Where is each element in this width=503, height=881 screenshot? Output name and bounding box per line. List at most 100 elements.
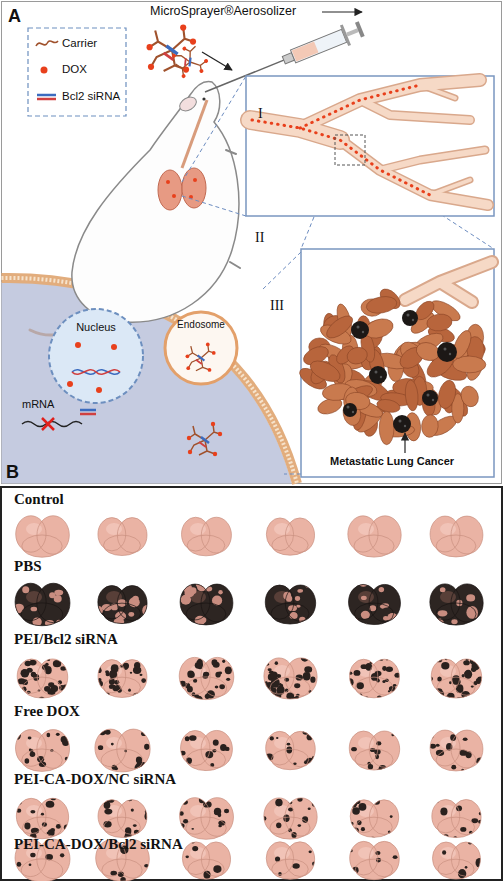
lung-photo (128, 689, 131, 692)
lung-photo (478, 660, 482, 663)
lung-photo (109, 670, 117, 678)
lung-photo (263, 581, 273, 589)
lung-photo (54, 590, 63, 596)
lung-photo (130, 672, 132, 674)
lung-photo (438, 610, 448, 616)
tumor-cluster (426, 313, 453, 333)
lung-photo (303, 672, 311, 680)
lung-photo (424, 835, 488, 881)
group-label: Free DOX (14, 703, 80, 720)
lung-photo (140, 697, 142, 700)
lung-photo (191, 828, 194, 830)
lung-photo (106, 523, 122, 535)
lung-photo (258, 725, 322, 777)
legend-entry: Carrier (34, 36, 124, 54)
lung-photo (346, 615, 354, 622)
lung-photo (445, 657, 448, 660)
lung-photo (382, 680, 385, 683)
lung-photo (10, 579, 74, 631)
lung-photo (352, 807, 360, 814)
lung-photo (144, 744, 149, 750)
lung-photo (292, 863, 299, 868)
lung-photo (471, 686, 474, 688)
lung-photo (103, 603, 140, 623)
lung-photo (342, 835, 406, 881)
lung-photo (174, 511, 238, 563)
lung-photo (54, 595, 62, 603)
lung-photo (304, 666, 312, 673)
tumor-cluster (407, 314, 410, 317)
legend-text: DOX (62, 63, 87, 75)
mrna-strand (22, 422, 82, 427)
carrier-symbol (36, 41, 58, 46)
panel-frame (2, 2, 502, 484)
lung-photo (451, 619, 457, 624)
lung-photo (440, 847, 456, 859)
tumor-cluster (432, 399, 434, 401)
lung-photo (272, 535, 308, 555)
tumor-cluster (307, 357, 343, 386)
tumor-cluster (444, 348, 447, 351)
lung-photo (361, 611, 370, 619)
lung-photo (10, 579, 74, 631)
lung-photo (361, 827, 365, 831)
lung-photo (186, 749, 225, 771)
lung-photo (290, 612, 296, 617)
lung-photo (112, 685, 116, 688)
bronchi-zoom-box (340, 140, 488, 205)
lung-photo (342, 835, 406, 881)
lung-photo (274, 523, 290, 535)
lung-photo (294, 683, 300, 688)
lung-photo (463, 660, 470, 665)
tumor-zoom-box (405, 262, 492, 302)
lung-photo (187, 535, 225, 556)
lung-photo (309, 654, 317, 662)
lung-photo (361, 664, 368, 669)
lung-photo (397, 730, 401, 733)
lung-photo (424, 835, 488, 881)
lung-photo (272, 859, 309, 879)
lung-photo (258, 511, 322, 563)
tumor-cluster (404, 379, 419, 411)
lung-photo (475, 833, 478, 836)
tumor-cluster (345, 345, 369, 366)
lung-photo (270, 677, 310, 699)
syringe (355, 21, 365, 37)
lung-photo (286, 596, 292, 602)
lung-photo (258, 793, 322, 845)
lung-photo (449, 681, 452, 684)
lung-photo (111, 743, 114, 746)
tumor-zoom-box (405, 262, 492, 302)
tumor-cluster (436, 379, 458, 411)
lung-photo (213, 740, 219, 746)
lung-photo (90, 579, 154, 631)
lung-photo (342, 511, 406, 563)
lung-photo (424, 793, 488, 845)
lung-photo (101, 749, 143, 772)
lung-photo (219, 684, 225, 689)
lung-photo (258, 579, 322, 631)
lung-photo (424, 725, 488, 777)
lung-photo (90, 725, 154, 777)
lung-photo (174, 725, 238, 777)
lung-photo (258, 653, 322, 705)
lung-photo (21, 603, 62, 626)
lung-photo (222, 659, 225, 663)
tumor-cluster (437, 342, 457, 362)
lung-photo (275, 661, 278, 665)
zoom-lines (262, 252, 301, 290)
lung-photo (477, 676, 483, 681)
lung-photo (102, 859, 142, 881)
tumor-cluster (449, 353, 451, 355)
lung-photo (430, 762, 434, 767)
lung-photo (183, 819, 188, 823)
mouse-illustration (166, 180, 170, 184)
lung-photo (451, 765, 456, 770)
bronchi-zoom-box (360, 100, 470, 120)
lung-photo (21, 859, 62, 881)
zoom-lines (182, 76, 246, 182)
lung-photo (464, 670, 472, 679)
lung-photo (10, 511, 74, 563)
lung-photo (361, 596, 367, 600)
lung-photo (30, 810, 35, 814)
